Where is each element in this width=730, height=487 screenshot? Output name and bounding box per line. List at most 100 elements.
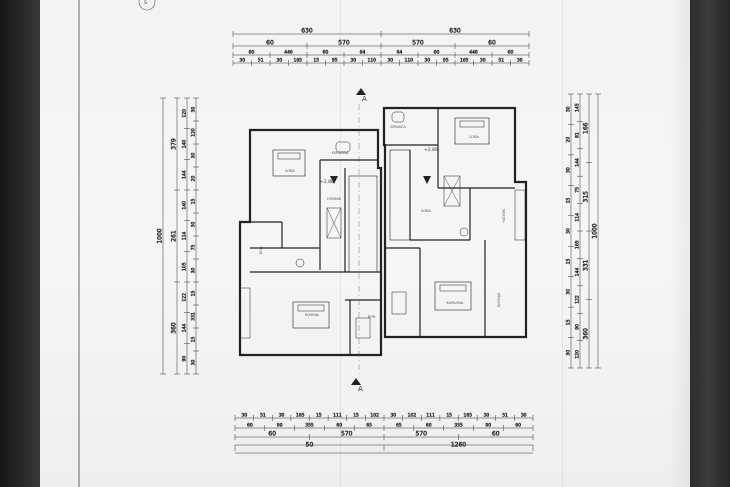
dimension-label: 360 xyxy=(171,322,178,334)
dimension-label: 30 xyxy=(521,413,527,419)
dimension-label: 50 xyxy=(306,442,314,449)
dimension-label: 331 xyxy=(191,312,197,321)
dimension-label: 81 xyxy=(575,132,581,138)
dimension-label: 122 xyxy=(575,295,581,304)
dimension-label: 15 xyxy=(316,413,322,419)
dimension-label: 630 xyxy=(449,28,461,35)
paper-fold xyxy=(562,0,563,487)
room-label: HODNIK xyxy=(327,197,342,201)
dimension-label: 165 xyxy=(460,58,469,64)
dimension-label: 15 xyxy=(566,258,572,264)
dimension-label: 105 xyxy=(182,262,188,271)
dimension-label: 75 xyxy=(191,245,197,251)
binder-edge xyxy=(0,0,40,487)
dimension-label: 120 xyxy=(182,109,188,118)
room-label: KUPAONA xyxy=(447,301,464,305)
dimension-label: 144 xyxy=(182,170,188,179)
dimension-label: 20 xyxy=(191,176,197,182)
dimension-label: 15 xyxy=(191,291,197,297)
room-label: LOĐA xyxy=(469,135,479,139)
dimension-label: 144 xyxy=(575,158,581,167)
dimension-label: 315 xyxy=(583,191,590,203)
dimension-label: 15 xyxy=(191,199,197,205)
dimension-label: 144 xyxy=(575,268,581,277)
dimension-label: 30 xyxy=(239,58,245,64)
dimension-label: 111 xyxy=(333,413,342,419)
dimension-label: 30 xyxy=(566,167,572,173)
dimension-label: 166 xyxy=(583,122,590,134)
dimension-label: 60 xyxy=(508,50,514,56)
dimension-label: 30 xyxy=(390,413,396,419)
dimension-label: 114 xyxy=(575,213,581,222)
dimension-label: 30 xyxy=(424,58,430,64)
dimension-label: 630 xyxy=(301,28,313,35)
dimension-label: 446 xyxy=(284,50,293,56)
dimension-label: 51 xyxy=(260,413,266,419)
dimension-label: 64 xyxy=(397,50,403,56)
dimension-label: 30 xyxy=(276,58,282,64)
dimension-label: 140 xyxy=(182,140,188,149)
dimension-label: 120 xyxy=(191,128,197,137)
dimension-label: 102 xyxy=(370,413,379,419)
dimension-label: 15 xyxy=(446,413,452,419)
dimension-label: 331 xyxy=(583,259,590,271)
dimension-label: 30 xyxy=(241,413,247,419)
dimension-label: 75 xyxy=(575,187,581,193)
room-label: KUHINJA xyxy=(305,313,320,317)
dimension-label: 111 xyxy=(426,413,435,419)
dimension-label: 570 xyxy=(416,431,428,438)
corner-stamp xyxy=(138,0,156,11)
dimension-label: 379 xyxy=(171,138,178,150)
room-label: SOBA xyxy=(421,209,431,213)
dimension-label: 20 xyxy=(566,137,572,143)
dimension-label: 51 xyxy=(502,413,508,419)
dimension-label: 30 xyxy=(387,58,393,64)
dimension-label: 60 xyxy=(426,423,432,429)
dimension-label: 90 xyxy=(182,356,188,362)
corner-stamp-text: S xyxy=(144,0,147,6)
paper-fold xyxy=(340,0,341,487)
dimension-label: 30 xyxy=(279,413,285,419)
dimension-label: 140 xyxy=(182,201,188,210)
left-apartment-plan xyxy=(238,128,383,357)
dimension-label: 30 xyxy=(191,360,197,366)
dimension-label: 15 xyxy=(353,413,359,419)
paper-sheet xyxy=(40,0,690,487)
right-apartment-plan xyxy=(382,106,528,339)
dimension-label: 15 xyxy=(313,58,319,64)
room-label: BOR. xyxy=(259,246,263,255)
room-label: KUPAONA xyxy=(332,151,349,155)
dimension-label: 102 xyxy=(408,413,417,419)
room-label: HODNIK xyxy=(502,208,506,223)
dimension-label: 355 xyxy=(454,423,463,429)
dimension-label: 1000 xyxy=(592,223,599,238)
dimension-label: 30 xyxy=(566,350,572,356)
dimension-label: 60 xyxy=(266,40,274,47)
dimension-label: 30 xyxy=(191,153,197,159)
dimension-label: 65 xyxy=(396,423,402,429)
dimension-label: 60 xyxy=(268,431,276,438)
paper-shadow xyxy=(670,0,690,487)
dimension-label: 60 xyxy=(247,423,253,429)
dimension-label: 51 xyxy=(498,58,504,64)
dimension-label: 60 xyxy=(434,50,440,56)
dimension-label: 60 xyxy=(515,423,521,429)
dimension-label: 64 xyxy=(360,50,366,56)
dimension-label: 355 xyxy=(305,423,314,429)
dimension-label: 90 xyxy=(485,423,491,429)
left-dimension-chain: 1000379261360120140144140114105122144903… xyxy=(156,97,199,375)
dimension-label: 30 xyxy=(191,268,197,274)
dimension-label: 30 xyxy=(484,413,490,419)
dimension-label: 165 xyxy=(293,58,302,64)
dimension-label: 95 xyxy=(443,58,449,64)
dimension-label: 360 xyxy=(583,328,590,340)
dimension-label: 30 xyxy=(566,106,572,112)
dimension-label: 30 xyxy=(566,228,572,234)
room-label: KUHINJA xyxy=(497,292,501,307)
dimension-label: 30 xyxy=(566,289,572,295)
svg-text:A: A xyxy=(358,385,363,393)
dimension-label: 120 xyxy=(575,350,581,359)
